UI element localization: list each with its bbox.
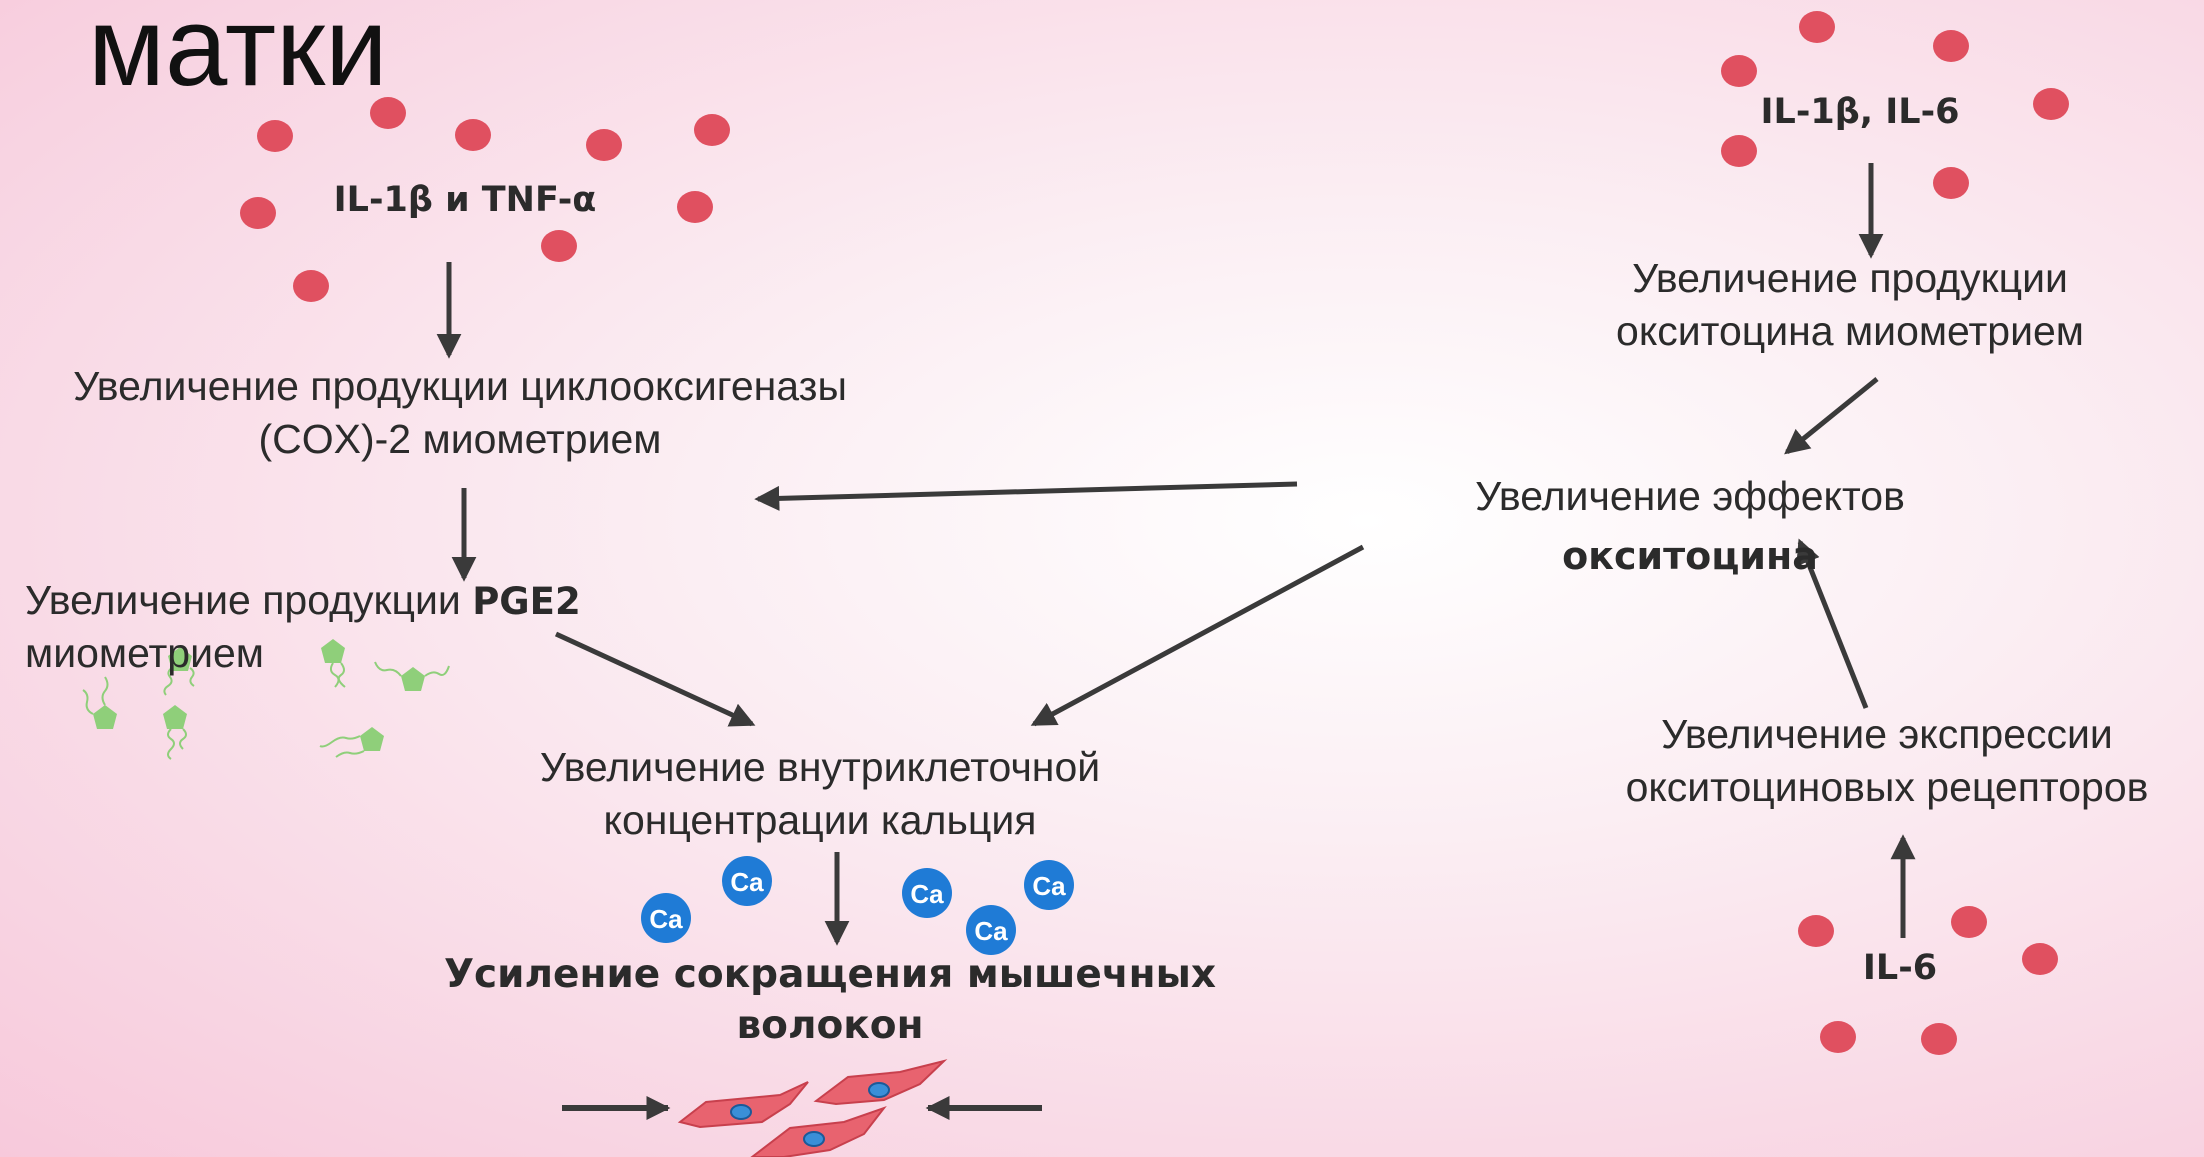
calcium-concentration-label: Увеличение внутриклеточной концентрации …: [539, 744, 1101, 844]
cytokine-dot: [240, 197, 276, 229]
cytokine-dot: [1933, 167, 1969, 199]
cytokine-dot: [1820, 1021, 1856, 1053]
pge2-molecule: [319, 727, 384, 758]
arrow-pge2-to-calcium: [554, 631, 756, 727]
muscle-cell: [677, 1081, 809, 1129]
calcium-ion: Ca: [641, 893, 691, 943]
cytokine-dot: [1799, 11, 1835, 43]
cytokine-il6-label: IL-6: [1862, 948, 1938, 988]
cytokine-dot: [694, 114, 730, 146]
arrows: [436, 163, 1916, 1120]
arrow-oxytocin-to-cox: [754, 481, 1298, 511]
muscle-cell: [813, 1059, 948, 1106]
arrow-production-to-effects: [1784, 377, 1879, 455]
muscle-contraction-label: Усиление сокращения мышечных волокон: [443, 952, 1217, 1048]
cytokine-dot: [1721, 135, 1757, 167]
cytokine-dot: [1951, 906, 1987, 938]
cytokine-dot: [1798, 915, 1834, 947]
muscle-cells: [677, 1059, 948, 1157]
effects-prefix: Увеличение эффектов: [1475, 473, 1905, 519]
cytokine-dot: [257, 120, 293, 152]
cytokines-il1b-tnfa-label: IL-1β и TNF-α: [333, 180, 597, 220]
pge2-molecule: [163, 705, 187, 760]
oxytocin-receptors-label: Увеличение экспрессии окситоциновых реце…: [1625, 711, 2149, 811]
arrow-oxytocin-to-calcium: [1030, 544, 1365, 727]
muscle-cell: [750, 1105, 887, 1157]
calcium-label: Ca: [730, 867, 764, 897]
effects-bold: окситоцина: [1562, 534, 1818, 579]
cytokine-dot: [541, 230, 577, 262]
cytokine-cluster-bottom-right: [1798, 906, 2058, 1055]
pge2-molecule: [82, 676, 117, 729]
cox-production-label: Увеличение продукции циклооксигеназы (CO…: [73, 363, 847, 463]
pge2-suffix: миометрием: [25, 630, 264, 677]
pge2-molecule: [374, 661, 450, 691]
page-title: матки: [88, 0, 388, 109]
cytokine-dot: [370, 97, 406, 129]
calcium-label: Ca: [1032, 871, 1066, 901]
cytokine-cluster-top-right: [1721, 11, 2069, 199]
cytokine-dot: [1921, 1023, 1957, 1055]
cytokine-dot: [677, 191, 713, 223]
cytokine-cluster-top-left: [240, 97, 730, 302]
pge2-production-label: Увеличение продукции PGE2 миометрием: [25, 574, 745, 681]
pge2-prefix: Увеличение продукции: [25, 577, 473, 623]
calcium-label: Ca: [649, 904, 683, 934]
calcium-ion: Ca: [1024, 860, 1074, 910]
cytokine-dot: [2033, 88, 2069, 120]
cytokine-dot: [2022, 943, 2058, 975]
pge2-molecule: [321, 639, 346, 688]
cytokine-dot: [293, 270, 329, 302]
calcium-ion: Ca: [902, 868, 952, 918]
cytokine-dot: [455, 119, 491, 151]
oxytocin-effects-label: Увеличение эффектов окситоцина: [1420, 467, 1960, 586]
oxytocin-production-label: Увеличение продукции окситоцина миометри…: [1616, 255, 2084, 355]
cytokine-dot: [1933, 30, 1969, 62]
calcium-label: Ca: [974, 916, 1008, 946]
cytokine-dot: [586, 129, 622, 161]
cytokines-il1b-il6-label: IL-1β, IL-6: [1760, 92, 1960, 132]
pge2-bold: PGE2: [472, 580, 581, 623]
calcium-label: Ca: [910, 879, 944, 909]
arrow-receptors-to-effects: [1796, 538, 1869, 709]
pge2-molecules: [82, 639, 450, 760]
calcium-ion: Ca: [722, 856, 772, 906]
calcium-ions: Ca Ca Ca Ca Ca: [641, 856, 1074, 955]
calcium-ion: Ca: [966, 905, 1016, 955]
pge2-molecule: [163, 647, 195, 696]
cytokine-dot: [1721, 55, 1757, 87]
